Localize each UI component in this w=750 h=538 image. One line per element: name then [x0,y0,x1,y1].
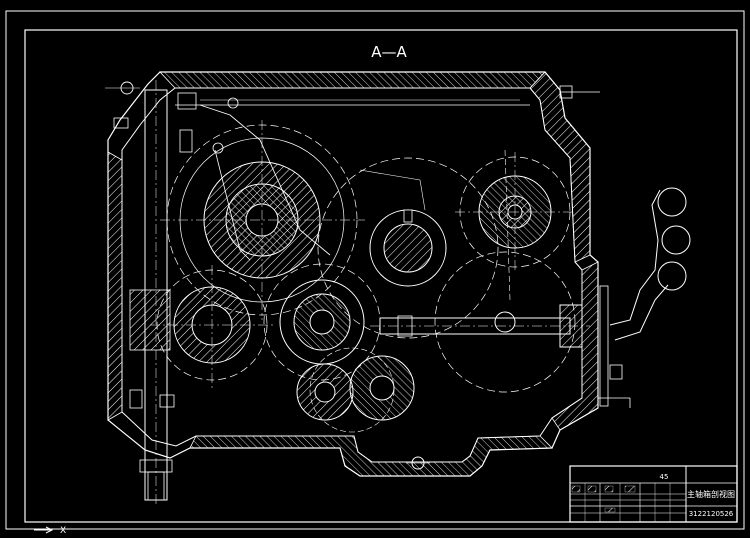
external-handle [598,187,691,408]
ucs-x-label: X [60,526,66,534]
wall-hatch-left [107,151,123,421]
title-block-drawing-title: 主轴箱剖视图 [687,489,735,499]
housing-outer-wall [107,71,599,477]
shaft-hatch [129,289,171,351]
gear-lower-right [434,251,576,393]
wall-hatch-bottom [189,435,553,477]
wall-hatch-right-bottom [551,261,599,431]
gear-upper-right [455,152,575,272]
ucs-icon [34,526,54,534]
title-block-drawing-number: 3122120526 [689,510,734,518]
outer-frame [5,10,745,530]
gear-upper-left [160,120,365,320]
wall-hatch-right-top [529,71,591,263]
gear-bottom-pair [296,347,415,433]
gear-lower-left [150,265,275,390]
title-block [569,465,738,523]
section-label: A—A [371,43,407,61]
shift-lever [199,104,331,256]
gearbox-section-view [105,71,691,505]
title-block-material: 45 [660,473,669,481]
housing-inner-wall [121,87,583,463]
gear-upper-middle [317,157,499,339]
horizontal-shaft [370,304,590,348]
wall-hatch-top [159,71,546,89]
inner-frame [24,29,738,523]
